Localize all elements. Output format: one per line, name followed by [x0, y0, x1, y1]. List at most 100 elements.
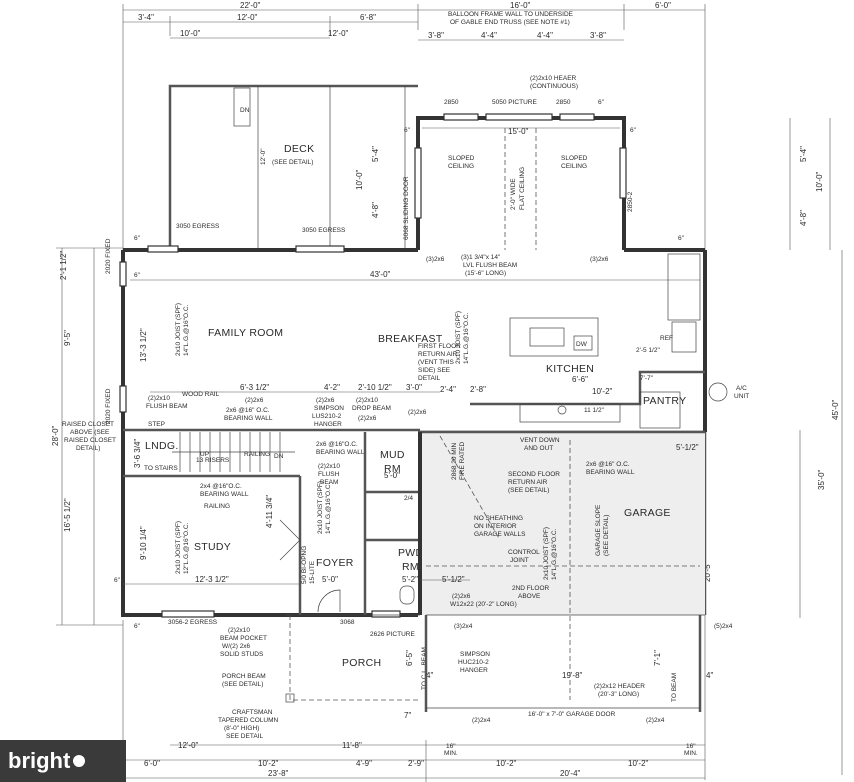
refrigerator: [671, 321, 697, 353]
drop-beam-1: (2)2x10: [356, 397, 378, 404]
right-dim-5-4: 5'-4": [799, 146, 808, 162]
vent-down-2: AND OUT: [524, 445, 553, 452]
to-cl-beam: TO C.L. BEAM: [421, 647, 428, 690]
kitchen-dim-6-6: 6'-6": [572, 375, 588, 384]
stair-treads: [172, 432, 295, 472]
w12-beam: W12x22 (20'-2" LONG): [450, 601, 517, 608]
room-study: STUDY: [194, 541, 231, 553]
deck: DN DECK (SEE DETAIL) 12'-0" 10'-0" 5'-4"…: [168, 84, 418, 250]
room-breakfast: BREAKFAST: [378, 333, 443, 345]
stairs-dn: DN: [274, 453, 284, 460]
counter-lower: [519, 403, 621, 423]
ref-cabinets: [667, 253, 701, 321]
no-sheathing-3: GARAGE WALLS: [474, 531, 526, 538]
front-door-swing: [317, 589, 341, 613]
room-kitchen: KITCHEN: [546, 363, 594, 375]
dim-top-2: 16'-0": [510, 1, 531, 10]
risers-label: 13 RISERS: [196, 457, 230, 464]
bearing-2a: 2x4 @16"O.C.: [200, 483, 242, 490]
bearing-3a: 2x6 @16"O.C.: [316, 441, 358, 448]
return-air-5: DETAIL: [418, 375, 441, 382]
joist-breakfast-1: 2x10 JOIST (SPF): [455, 311, 462, 364]
deck-dim-5-4: 5'-4": [371, 146, 380, 162]
post-2x4-b: (2)2x4: [472, 717, 491, 724]
craftsman-4: SEE DETAIL: [226, 733, 263, 740]
flush-beam-3b: FLUSH: [318, 471, 340, 478]
overall-width: 43'-0": [370, 270, 391, 279]
room-pwd-2: RM: [402, 561, 419, 573]
window-label-5050: 5050 PICTURE: [492, 99, 537, 106]
flush-beam-3c: BEAM: [320, 479, 338, 486]
stairs: LNDG. STEP 13 RISERS UP DN RAILING TO ST…: [62, 421, 365, 510]
window-label-2850-r: 2850: [556, 99, 571, 106]
sunroom-center-2: FLAT CEILING: [519, 167, 526, 210]
mark-6-b: 6": [134, 272, 141, 279]
joist-garage-1: 2x10 JOIST (SPF): [543, 527, 550, 580]
craftsman-3: (8'-0" HIGH): [224, 725, 259, 732]
garage: GARAGE VENT DOWN AND OUT 2x6 @16" O.C. B…: [418, 430, 705, 700]
family-breakfast: FAMILY ROOM BREAKFAST 2x10 JOIST (SPF) 1…: [123, 303, 470, 432]
bottom-dimensions: 16" MIN. 16" MIN. 12'-0" 6'-0" 10'-2" 11…: [122, 620, 705, 782]
right-dimensions: 5'-4" 10'-0" 4'-8" 45'-0" 35'-0" 20'-5": [703, 118, 843, 775]
min-16-a: 16": [446, 743, 456, 750]
kitchen-island: [509, 317, 599, 357]
sunroom-width: 15'-0": [508, 127, 529, 136]
porch-beam-2: (SEE DETAIL): [222, 681, 263, 688]
min-16-b: 16": [686, 743, 696, 750]
porch-dim-7: 7": [404, 711, 411, 720]
foyer-dim-5: 5'-0": [322, 575, 338, 584]
dim-6-3: 6'-3 1/2": [240, 383, 269, 392]
simpson-2: SIMPSON: [314, 405, 344, 412]
left-dim-2-1: 2'-1 1/2": [59, 251, 68, 280]
drop-beam-2: DROP BEAM: [352, 405, 391, 412]
header-2x12-1: (2)2x12 HEADER: [594, 683, 645, 690]
sink: [529, 327, 565, 347]
garage-dim-5-r: 5'-1/2": [676, 443, 699, 452]
porch: PORCH 2626 PICTURE 3056-2 EGRESS (2)2x10…: [168, 614, 733, 740]
right-dim-35: 35'-0": [817, 469, 826, 490]
dim-top-sub-7: 3'-8": [590, 31, 606, 40]
left-dim-28: 28'-0": [51, 425, 60, 446]
beam-note-3: (15'-6" LONG): [465, 270, 506, 277]
bearing-1a: (2)2x6: [245, 397, 264, 404]
second-return-1: SECOND FLOOR: [508, 471, 560, 478]
control-joint-1: CONTROL: [508, 549, 540, 556]
kitchen-dim-10-2: 10'-2": [592, 387, 613, 396]
garage-slope-1: GARAGE SLOPE: [595, 504, 602, 556]
deck-dn-label: DN: [240, 107, 250, 114]
right-dim-10: 10'-0": [815, 171, 824, 192]
pwd-dim: 5'-2": [402, 575, 418, 584]
garage-dim-7-1: 7'-1": [653, 650, 662, 666]
mark-6-d: 6": [404, 127, 411, 134]
window-2850-right: [559, 113, 595, 121]
post-2x6-garage: (2)2x6: [452, 593, 471, 600]
room-porch: PORCH: [342, 657, 381, 669]
mud-dim: 5'-0": [384, 471, 400, 480]
ac-unit-circle: [708, 382, 728, 402]
dim-top-sub-4: 3'-8": [428, 31, 444, 40]
step-label: STEP: [148, 421, 165, 428]
window-2850-2: [619, 147, 627, 199]
foyer-area: FOYER 2x10 JOIST (SPF) 14"L.G.@16"O.C. 5…: [316, 432, 443, 626]
garage-dim-5: 5'-1/2": [442, 575, 465, 584]
room-foyer: FOYER: [316, 557, 354, 569]
simpson-huc-3: HANGER: [460, 667, 488, 674]
dim-top-sub-5: 4'-4": [481, 31, 497, 40]
joist-foyer-1: 2x10 JOIST (SPF): [317, 481, 324, 534]
front-door-label: 3068: [340, 619, 355, 626]
pantry-box: [639, 391, 681, 429]
bottom-dim-10-2a: 10'-2": [258, 759, 279, 768]
porch-column: [285, 693, 295, 703]
return-air-3: (VENT THIS: [418, 359, 455, 366]
brand-dot-icon: [73, 755, 86, 767]
bottom-dim-6: 6'-0": [144, 759, 160, 768]
note-egress-1: 3050 EGRESS: [176, 223, 220, 230]
joist-family-2: 14"L.G.@16"O.C.: [183, 304, 190, 356]
railing-2: RAILING: [204, 503, 230, 510]
window-5050: [485, 113, 553, 121]
joist-study-1: 2x10 JOIST (SPF): [175, 521, 182, 574]
post-2x4-c: (2)2x4: [646, 717, 665, 724]
bumpout-note-2: 15-LITE: [309, 560, 316, 584]
no-sheathing-2: ON INTERIOR: [474, 523, 517, 530]
room-mud-1: MUD: [380, 449, 405, 461]
